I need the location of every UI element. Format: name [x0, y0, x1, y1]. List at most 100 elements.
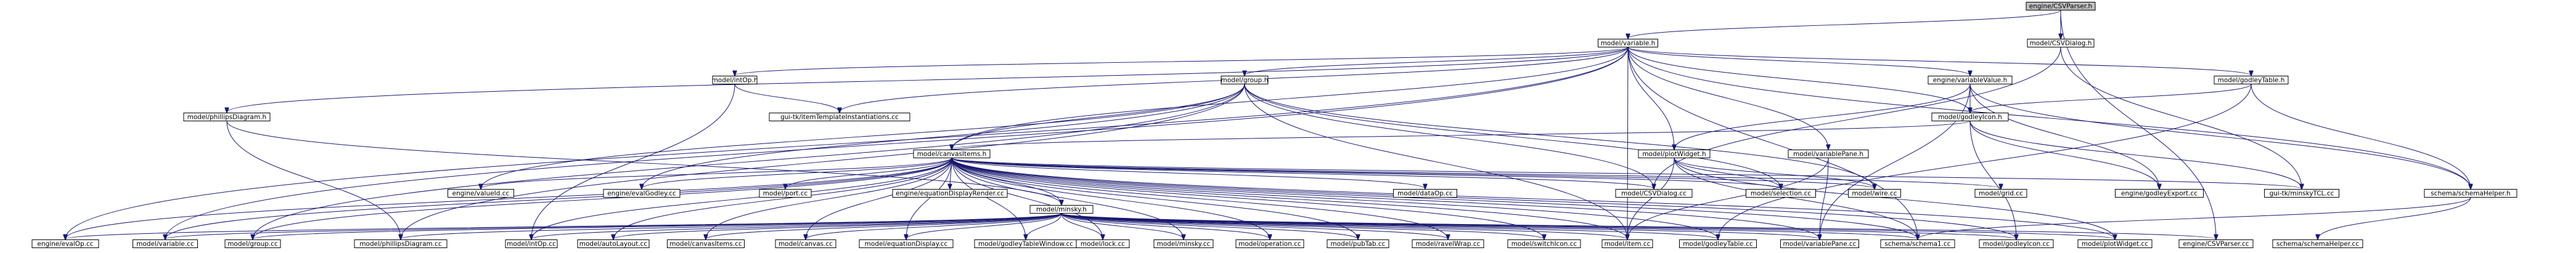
edge-schemahelper_h-to-schemahelper_cc — [2318, 197, 2471, 239]
node-godleytablewindow-cc[interactable]: model/godleyTableWindow.cc — [974, 239, 1077, 248]
edge-godleyicon_h-to-godleyexport_cc — [1969, 121, 2159, 189]
node-box — [183, 113, 271, 121]
edge-minsky_h-to-canvasitems_cc — [706, 213, 1062, 239]
node-evalop-cc[interactable]: engine/evalOp.cc — [31, 239, 99, 248]
edge-canvasitems_h-to-lock_cc — [951, 158, 1103, 239]
node-plotwidget-cc[interactable]: model/plotWidget.cc — [2077, 239, 2153, 248]
node-item-cc[interactable]: model/item.cc — [1601, 239, 1653, 248]
node-label: model/godleyTable.cc — [1683, 241, 1753, 248]
node-pubtab-cc[interactable]: model/pubTab.cc — [1327, 239, 1389, 248]
node-csvparser-cc[interactable]: engine/CSVParser.cc — [2178, 239, 2254, 248]
node-intop-h[interactable]: model/intOp.h — [712, 76, 758, 84]
node-csvdialog-h[interactable]: model/CSVDialog.h — [2027, 39, 2095, 47]
node-plotwidget-h[interactable]: model/plotWidget.h — [1638, 150, 1711, 158]
edge-minsky_h-to-plotwidget_cc — [1061, 213, 2115, 239]
node-label: model/lock.cc — [1081, 241, 1126, 248]
node-schemahelper-cc[interactable]: schema/schemaHelper.cc — [2272, 239, 2363, 248]
edge-phillipsdiagram_h-to-minsky_h — [226, 121, 1061, 205]
node-canvasitems-cc[interactable]: model/canvasItems.cc — [667, 239, 745, 248]
node-label: model/port.cc — [763, 190, 808, 198]
edge-variablepane_h-to-variablepane_cc — [1820, 158, 1829, 239]
node-group-cc[interactable]: model/group.cc — [224, 239, 281, 248]
node-label: engine/CSVParser.cc — [2183, 241, 2249, 248]
node-evalgodley-cc[interactable]: engine/evalGodley.cc — [603, 189, 681, 198]
node-label: model/group.cc — [227, 241, 278, 248]
edge-godleytable_h-to-schemahelper_h — [2251, 84, 2471, 189]
node-box — [1076, 239, 1130, 248]
node-intop-cc[interactable]: model/intOp.cc — [505, 239, 558, 248]
edge-variable_h-to-canvasitems_h — [952, 47, 1629, 150]
edge-plotwidget_h-to-selection_cc — [1674, 158, 1781, 189]
node-box — [1615, 189, 1693, 198]
node-variablepane-cc[interactable]: model/variablePane.cc — [1780, 239, 1859, 248]
edge-minsky_h-to-pubtab_cc — [1061, 213, 1358, 239]
node-box — [759, 189, 812, 198]
node-variablepane-h[interactable]: model/variablePane.h — [1788, 150, 1869, 158]
node-box — [2272, 239, 2363, 248]
node-grid-cc[interactable]: model/grid.cc — [1974, 189, 2027, 198]
node-schemahelper-h[interactable]: schema/schemaHelper.h — [2424, 189, 2517, 198]
node-variable-cc[interactable]: model/variable.cc — [133, 239, 198, 248]
node-box — [448, 189, 514, 198]
node-phillipsdiagram-cc[interactable]: model/phillipsDiagram.cc — [354, 239, 448, 248]
node-ravelwrap-cc[interactable]: model/ravelWrap.cc — [1412, 239, 1484, 248]
node-label: gui-tk/minskyTCL.cc — [2270, 190, 2334, 198]
node-minsky-h[interactable]: model/minsky.h — [1029, 205, 1094, 214]
node-schema1-cc[interactable]: schema/schema1.cc — [1880, 239, 1955, 248]
node-box — [31, 239, 99, 248]
node-label: engine/evalOp.cc — [37, 241, 93, 248]
node-variable-h[interactable]: model/variable.h — [1598, 39, 1658, 47]
edge-variablevalue_h-to-variablepane_cc — [1820, 84, 1971, 239]
node-canvasitems-h[interactable]: model/canvasItems.h — [913, 150, 991, 158]
node-godleytable-h[interactable]: model/godleyTable.h — [2214, 76, 2289, 84]
node-tit-cc[interactable]: gui-tk/itemTemplateInstantiations.cc — [769, 113, 910, 121]
node-godleyicon-cc[interactable]: model/godleyIcon.cc — [1979, 239, 2054, 248]
node-selection-cc[interactable]: model/selection.cc — [1746, 189, 1816, 198]
edge-variable_h-to-godleytable_h — [1627, 47, 2251, 76]
node-label: model/plotWidget.h — [1642, 151, 1706, 158]
node-label: model/ravelWrap.cc — [1416, 241, 1481, 248]
node-port-cc[interactable]: model/port.cc — [759, 189, 812, 198]
edge-canvasitems_h-to-valueid_cc — [481, 158, 952, 189]
node-csvdialog-cc[interactable]: model/CSVDialog.cc — [1615, 189, 1693, 198]
node-box — [775, 239, 836, 248]
node-eqdisprender-cc[interactable]: engine/equationDisplayRender.cc — [892, 189, 1008, 198]
node-godleyicon-h[interactable]: model/godleyIcon.h — [1931, 113, 2009, 121]
node-operation-cc[interactable]: model/operation.cc — [1235, 239, 1304, 248]
edge-variable_h-to-variablepane_h — [1627, 47, 1828, 150]
node-valueid-cc[interactable]: engine/valueId.cc — [448, 189, 514, 198]
node-phillipsdiagram-h[interactable]: model/phillipsDiagram.h — [183, 113, 271, 121]
edge-minsky_h-to-phillipsdiagram_cc — [401, 213, 1062, 239]
edge-phillipsdiagram_h-to-phillipsdiagram_cc — [226, 121, 401, 239]
node-dataop-cc[interactable]: model/dataOp.cc — [1393, 189, 1457, 198]
node-eqdisplay-cc[interactable]: model/equationDisplay.cc — [859, 239, 954, 248]
edge-canvasitems_h-to-evalgodley_cc — [642, 158, 952, 189]
node-group-h[interactable]: model/group.h — [1221, 76, 1269, 84]
node-box — [1746, 189, 1816, 198]
node-switchicon-cc[interactable]: model/switchIcon.cc — [1507, 239, 1581, 248]
edge-canvasitems_h-to-variable_cc — [165, 158, 952, 239]
edge-minsky_h-to-csvparser_cc — [1061, 213, 2216, 239]
node-lock-cc[interactable]: model/lock.cc — [1076, 239, 1130, 248]
node-box — [1928, 76, 2013, 84]
node-box — [2264, 189, 2339, 198]
node-wire-cc[interactable]: model/wire.cc — [1848, 189, 1901, 198]
node-box — [1780, 239, 1859, 248]
node-variablevalue-h[interactable]: engine/variableValue.h — [1928, 76, 2013, 84]
edge-plotwidget_h-to-plotwidget_cc — [1674, 158, 2115, 239]
node-canvas-cc[interactable]: model/canvas.cc — [775, 239, 836, 248]
node-label: model/CSVDialog.cc — [1621, 190, 1687, 198]
node-minsky-cc[interactable]: model/minsky.cc — [1153, 239, 1214, 248]
node-label: model/group.h — [1221, 77, 1269, 84]
edge-minsky_h-to-eqdisplay_cc — [906, 213, 1062, 239]
node-autolayout-cc[interactable]: model/autoLayout.cc — [577, 239, 650, 248]
node-godleyexport-cc[interactable]: engine/godleyExport.cc — [2115, 189, 2204, 198]
node-label: model/phillipsDiagram.h — [187, 114, 266, 121]
node-label: model/godleyIcon.cc — [1983, 241, 2050, 248]
node-minskytcl-cc[interactable]: gui-tk/minskyTCL.cc — [2264, 189, 2339, 198]
node-godleytable-cc[interactable]: model/godleyTable.cc — [1679, 239, 1757, 248]
edge-variable_h-to-schemahelper_h — [1627, 47, 2471, 189]
edge-canvasitems_h-to-minskytcl_cc — [951, 158, 2302, 189]
node-box — [2115, 189, 2204, 198]
edge-group_h-to-csvdialog_cc — [1244, 84, 1654, 189]
